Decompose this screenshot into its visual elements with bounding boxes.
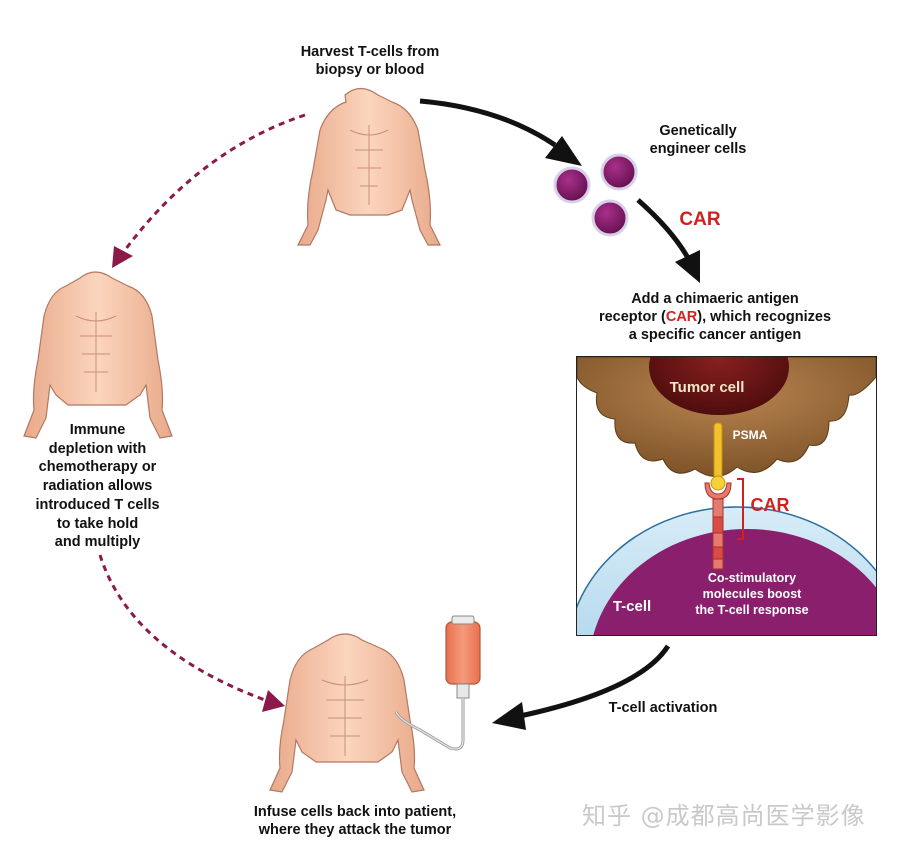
- inset-canvas: [577, 357, 876, 635]
- arrow-harvest-to-engineer: [419, 98, 557, 148]
- torso-bottom-illustration: [269, 633, 425, 793]
- add-car-line2: receptor (CAR), which recognizes: [565, 308, 865, 326]
- car-segment-2: [712, 516, 724, 534]
- psma-label: PSMA: [732, 428, 768, 442]
- arrowhead-car: [675, 250, 700, 283]
- arrow-activation-to-infuse: [519, 644, 671, 719]
- tcell-label: T-cell: [612, 598, 652, 615]
- psma-stalk: [713, 422, 723, 480]
- engineered-cells: [553, 153, 638, 237]
- costim-label: Co-stimulatory molecules boost the T-cel…: [695, 571, 809, 617]
- add-car-line2-post: ), which recognizes: [697, 309, 832, 325]
- add-car-label: Add a chimaeric antigen receptor (CAR), …: [565, 290, 865, 344]
- psma-antigen: [710, 475, 726, 491]
- dashed-arrow-harvest-to-depletion: [123, 113, 306, 251]
- watermark: 知乎 @成都高尚医学影像: [582, 802, 866, 830]
- tcell-body: [593, 529, 876, 635]
- add-car-line2-car: CAR: [665, 309, 698, 325]
- add-car-line3: a specific cancer antigen: [628, 327, 802, 343]
- infuse-label: Infuse cells back into patient, where th…: [253, 804, 457, 838]
- car-segment-1: [712, 498, 724, 518]
- car-mechanism-inset: Tumor cell PSMA CAR Co-stimulatory molec…: [576, 356, 877, 636]
- activation-label: T-cell activation: [608, 700, 718, 716]
- car-segment-4: [712, 546, 724, 560]
- tumor-cell-label: Tumor cell: [669, 379, 745, 396]
- dashed-arrow-depletion-to-infuse: [98, 554, 266, 702]
- arrowhead-infuse: [492, 702, 526, 730]
- torso-left-illustration: [23, 271, 173, 439]
- car-segment-3: [712, 532, 724, 548]
- dashed-arrowhead-infuse: [262, 690, 285, 712]
- tumor-nucleus: [649, 357, 789, 415]
- add-car-line2-pre: receptor (: [598, 309, 666, 325]
- car-binding-cup: [704, 482, 732, 500]
- arrow-engineer-to-car: [636, 198, 691, 260]
- car-bracket: [737, 478, 744, 540]
- depletion-label: Immune depletion with chemotherapy or ra…: [35, 422, 160, 551]
- engineer-label: Genetically engineer cells: [649, 123, 747, 157]
- add-car-line1: Add a chimaeric antigen: [631, 291, 799, 307]
- torso-top-illustration: [297, 87, 441, 246]
- car-segment-5: [712, 558, 724, 570]
- iv-bag-illustration: [394, 615, 481, 751]
- arrowhead-engineer: [545, 136, 582, 166]
- car-inset-label: CAR: [750, 495, 790, 515]
- dashed-arrowhead-depletion: [112, 246, 133, 268]
- harvest-label: Harvest T-cells from biopsy or blood: [300, 44, 440, 78]
- car-arrow-label: CAR: [679, 209, 721, 230]
